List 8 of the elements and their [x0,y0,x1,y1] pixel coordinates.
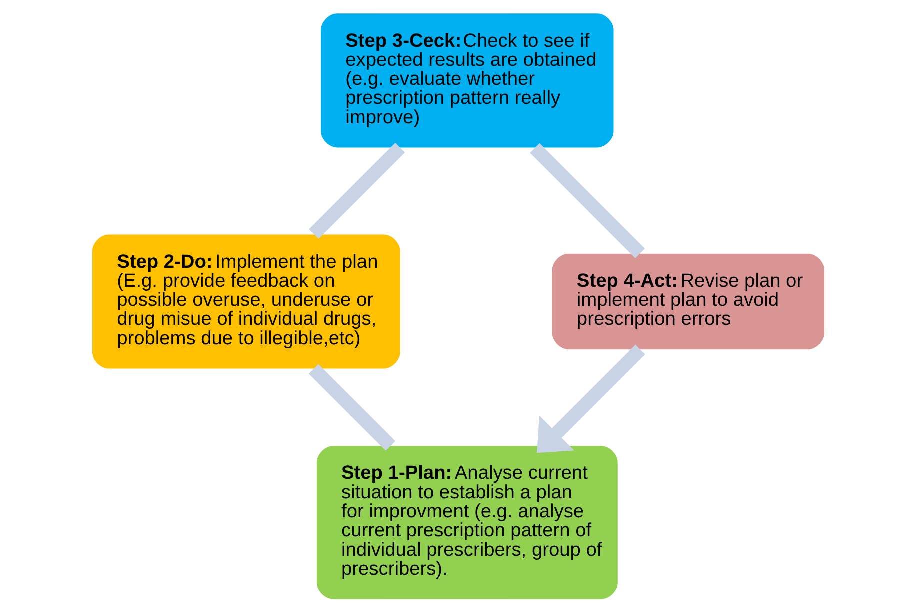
connector [308,364,396,451]
connector [309,142,406,240]
node-box: Step 4-Act:Revise plan or implement plan to avoid prescription errors [552,254,825,350]
node-box: Step 1-Plan:Analyse current situation to establish a plan for improvment (e.g. analyse current prescription pattern of individual prescribers, group of prescribers). [316,446,618,600]
arrow [537,344,646,454]
node-box: Step 2-Do:Implement the plan (E.g. provide feedback on possible overuse, underuse or drug misue of individual drugs, problems due to illegible,etc) [92,234,400,369]
node-box: Step 3-Ceck:Check to see if expected results are obtained (e.g. evaluate whether prescription pattern really improve) [321,14,614,148]
connector [530,143,646,258]
